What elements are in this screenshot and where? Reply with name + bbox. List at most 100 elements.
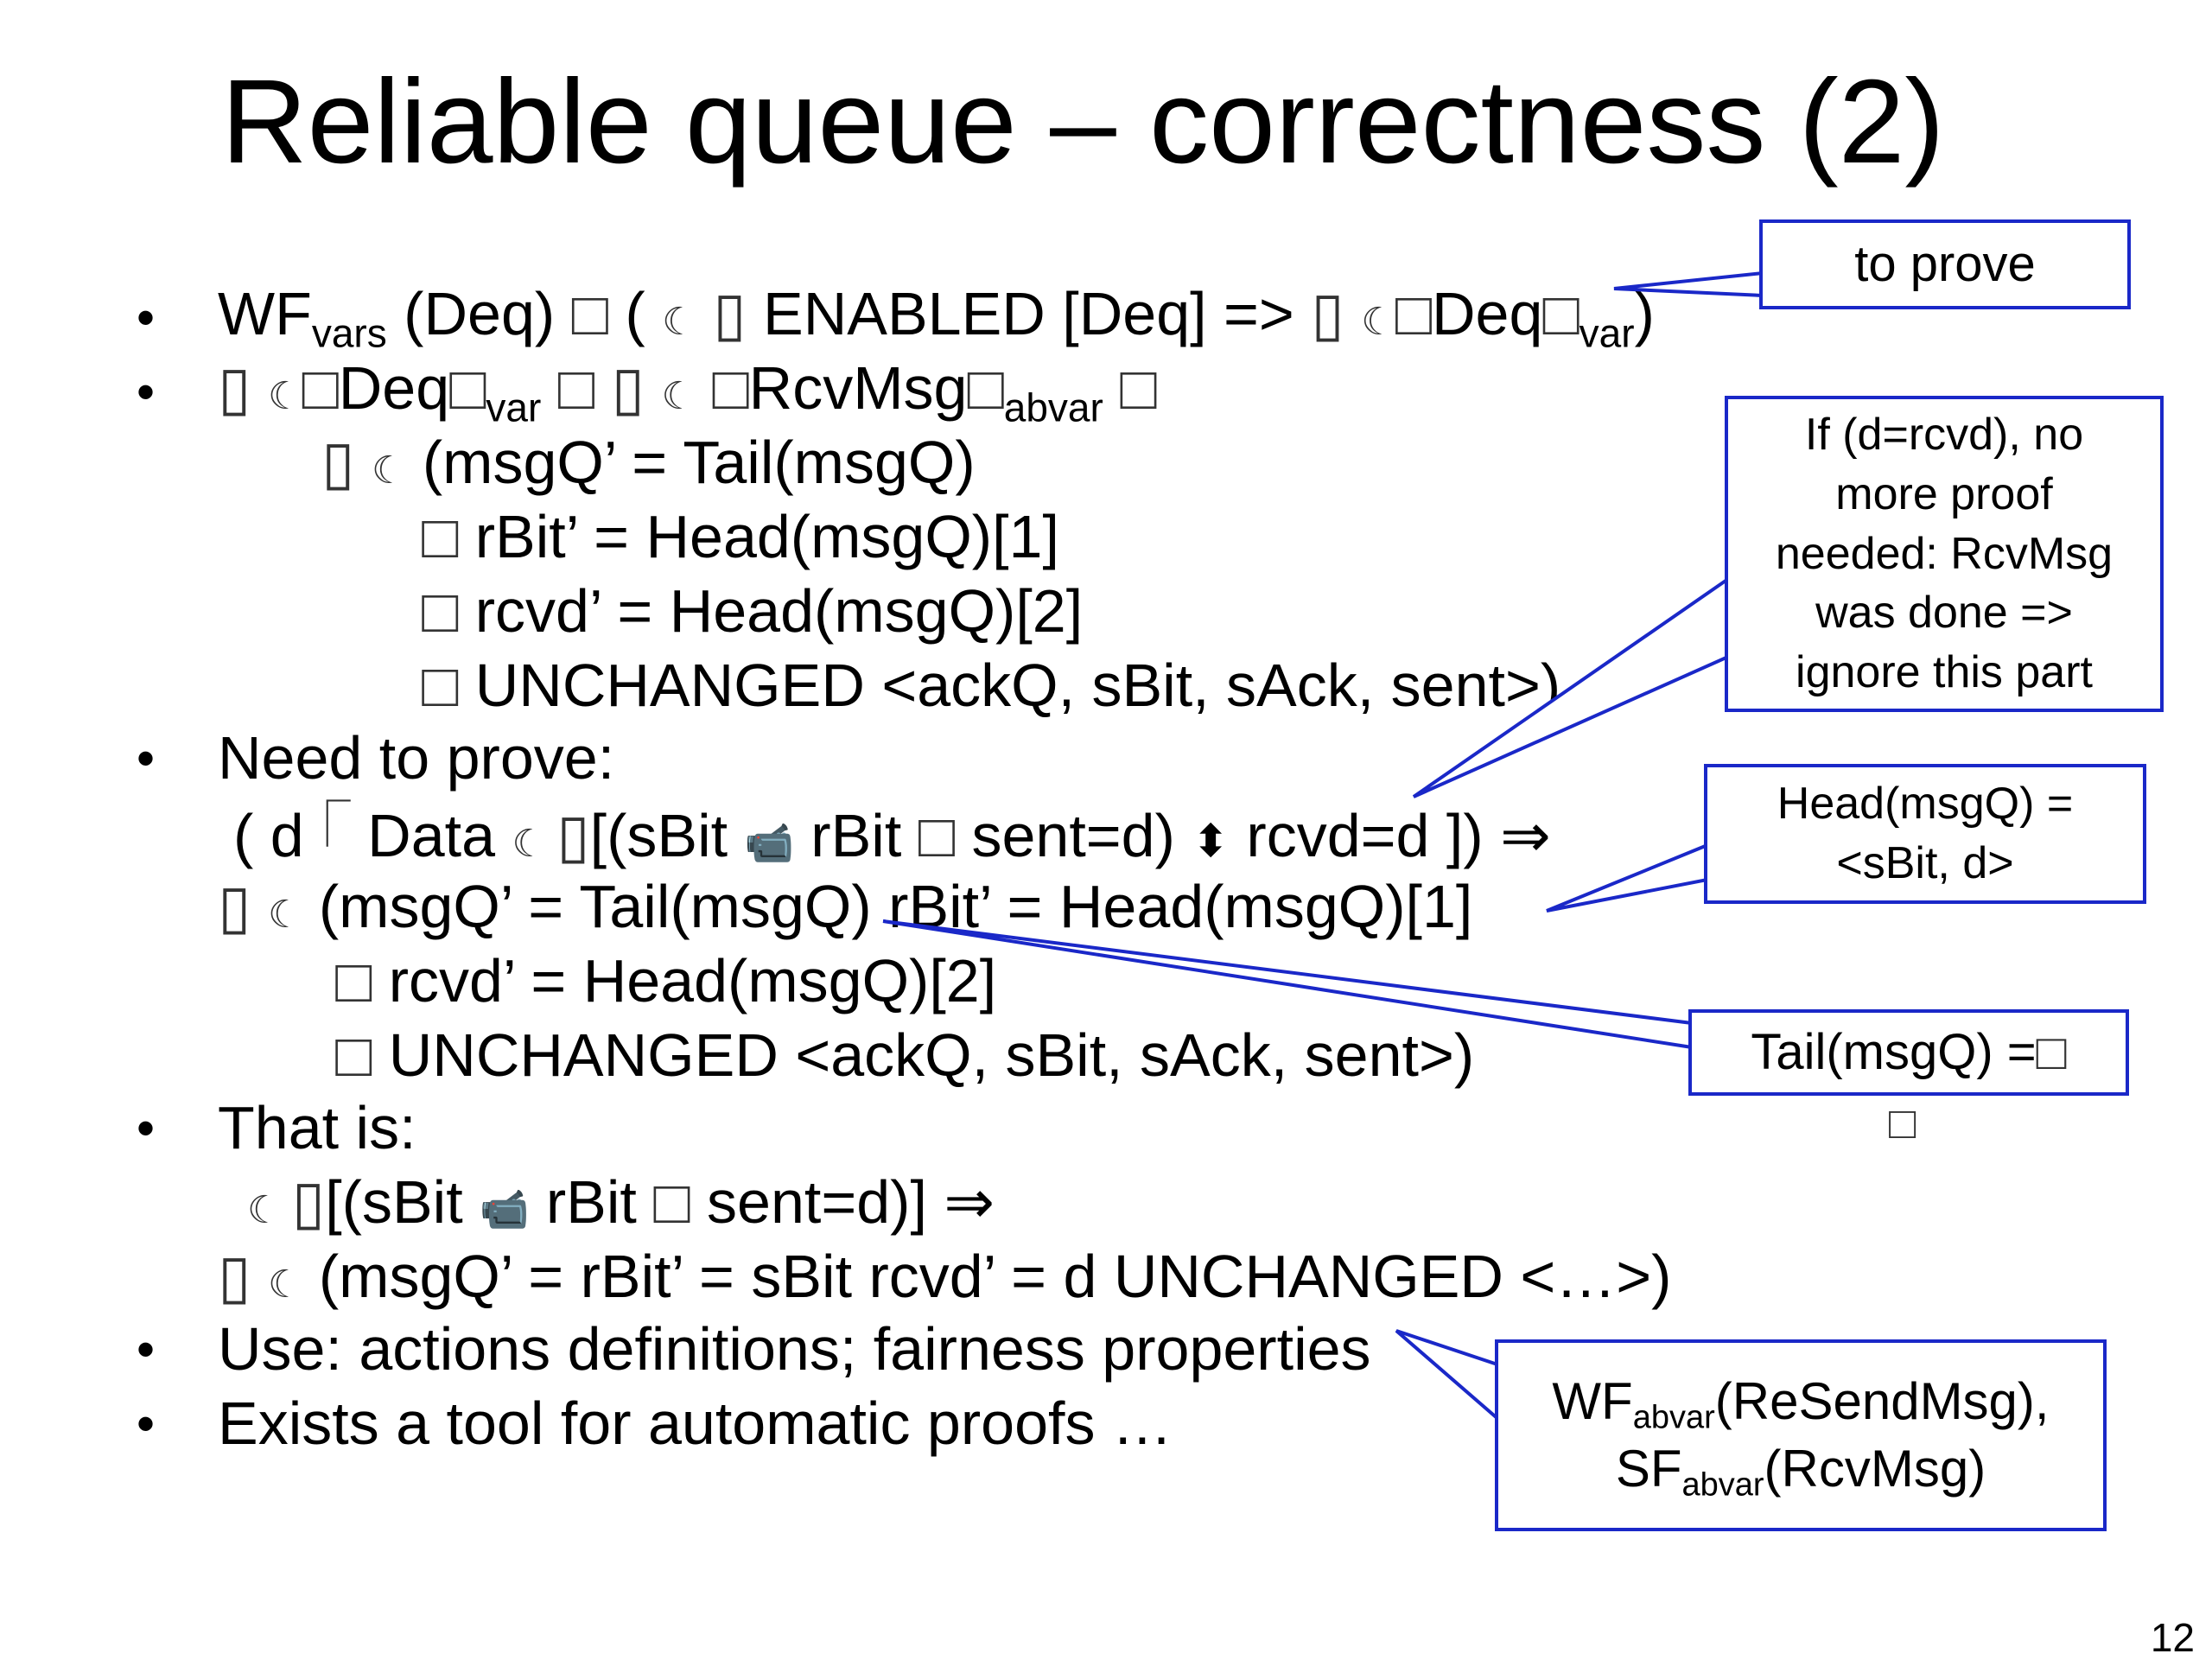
camera-icon: 📹 bbox=[744, 820, 794, 865]
deq-action-text: Deq bbox=[338, 354, 450, 422]
box-glyph-icon: □ bbox=[302, 354, 339, 422]
box-glyph-icon: □ bbox=[422, 577, 459, 645]
bullet-marker: • bbox=[137, 363, 156, 421]
formula-deq-rcvmsg-line: ▯ ☾□Deq□var □ ▯ ☾ □RcvMsg□abvar □ bbox=[218, 358, 1157, 428]
box-glyph-icon: □ bbox=[1120, 354, 1157, 422]
box-glyph-icon: □ bbox=[918, 802, 956, 869]
bullet-marker: • bbox=[137, 1395, 156, 1453]
box-glyph-icon: □ bbox=[449, 354, 486, 422]
formula-rcvd-line: □ rcvd’ = Head(msgQ)[2] bbox=[335, 951, 996, 1011]
rcvd-note-leader bbox=[1412, 576, 1730, 798]
crescent-icon: ☾ bbox=[267, 1263, 302, 1306]
sent-text: sent=d) bbox=[955, 802, 1192, 869]
box-glyph-icon: ▯ bbox=[1311, 280, 1344, 347]
wf-text: WF bbox=[1552, 1372, 1633, 1430]
formula-sbit-rbit-line: ☾ ▯[(sBit 📹 rBit □ sent=d)] ⇒ bbox=[247, 1172, 995, 1232]
callout-line: <sBit, d> bbox=[1836, 838, 2014, 888]
page-number: 12 bbox=[2150, 1615, 2195, 1660]
box-glyph-icon: ▯ bbox=[696, 280, 747, 347]
box-glyph-icon: □ bbox=[1542, 280, 1580, 347]
vars-subscript: vars bbox=[311, 310, 387, 356]
crescent-icon: ☾ bbox=[247, 1189, 292, 1231]
open-paren-text: ( d bbox=[233, 802, 304, 869]
formula-wf-line: WFvars (Deq) □ ( ☾ ▯ ENABLED [Deq] => ▯ … bbox=[218, 280, 1655, 353]
to-prove-text: to prove bbox=[1854, 235, 2036, 292]
wf-text: WF bbox=[218, 280, 312, 347]
rcvd-text: rcvd=d ]) ⇒ bbox=[1229, 802, 1551, 869]
bullet-marker: • bbox=[137, 289, 156, 347]
need-to-prove-text: Need to prove: bbox=[218, 724, 615, 792]
msgq-rbit-text: (msgQ’ = Tail(msgQ) rBit’ = Head(msgQ)[1… bbox=[318, 873, 1473, 940]
enabled-text: ENABLED [Deq] => bbox=[746, 280, 1312, 347]
box-glyph-icon: □ bbox=[335, 1021, 372, 1089]
abvar-subscript: abvar bbox=[1003, 385, 1103, 430]
to-prove-callout: to prove bbox=[1759, 219, 2131, 309]
callout-line: If (d=rcvd), no bbox=[1804, 410, 2084, 461]
var-subscript: var bbox=[486, 385, 542, 430]
tool-line: Exists a tool for automatic proofs … bbox=[218, 1393, 1173, 1453]
sent-text: sent=d)] ⇒ bbox=[690, 1168, 995, 1236]
tail-note-callout: Tail(msgQ) = □ bbox=[1688, 1009, 2129, 1096]
use-text: Use: actions definitions; fairness prope… bbox=[218, 1315, 1371, 1383]
crescent-icon: ☾ bbox=[267, 894, 302, 936]
box-glyph-icon: □ bbox=[695, 354, 749, 422]
bullet-marker: • bbox=[137, 729, 156, 787]
box-glyph-icon: □ bbox=[422, 652, 459, 719]
that-is-line: That is: bbox=[218, 1097, 416, 1158]
box-glyph-icon: □ bbox=[967, 354, 1004, 422]
rcvmsg-text: RcvMsg bbox=[748, 354, 968, 422]
rbit-text: rBit bbox=[529, 1168, 654, 1236]
box-glyph-icon: □ bbox=[1395, 280, 1432, 347]
sf-text: SF bbox=[1615, 1440, 1682, 1498]
box-glyph-icon: ▯ bbox=[556, 802, 590, 869]
rbit-text: rBit bbox=[793, 802, 918, 869]
deq-action-text: Deq bbox=[1431, 280, 1543, 347]
rcvd-text: rcvd’ = Head(msgQ)[2] bbox=[372, 947, 997, 1014]
formula-result-line: ▯ ☾ (msgQ’ = rBit’ = sBit rcvd’ = d UNCH… bbox=[218, 1246, 1671, 1307]
crescent-icon: ☾ bbox=[371, 449, 406, 492]
box-glyph-icon: ▯ bbox=[218, 354, 251, 422]
to-prove-leader bbox=[1613, 270, 1764, 298]
head-note-callout: Head(msgQ) = <sBit, d> bbox=[1704, 764, 2146, 904]
tail-note-text: Tail(msgQ) = bbox=[1751, 1023, 2037, 1080]
box-glyph-icon: □ bbox=[422, 503, 459, 570]
data-text: Data bbox=[350, 802, 512, 869]
box-glyph-icon: □ bbox=[1889, 1098, 1916, 1148]
formula-msgq-rbit-line: ▯ ☾ (msgQ’ = Tail(msgQ) rBit’ = Head(msg… bbox=[218, 876, 1472, 937]
callout-line: more proof bbox=[1835, 469, 2053, 520]
box-glyph-icon: ▯ bbox=[218, 1243, 268, 1310]
rcvd-text: rcvd’ = Head(msgQ)[2] bbox=[458, 577, 1084, 645]
box-glyph-icon: ▯ bbox=[218, 873, 268, 940]
box-glyph-icon: ▯ bbox=[321, 429, 372, 496]
fairness-note-callout: WFabvar(ReSendMsg), SFabvar(RcvMsg) bbox=[1495, 1339, 2107, 1531]
formula-exists-data-line: ( d⎾ Data ☾ ▯[(sBit 📹 rBit □ sent=d) ⬍ r… bbox=[233, 802, 1551, 866]
tool-text: Exists a tool for automatic proofs … bbox=[218, 1390, 1173, 1457]
box-glyph-icon: □ bbox=[653, 1168, 690, 1236]
unchanged-text: UNCHANGED <ackQ, sBit, sAck, sent>) bbox=[458, 652, 1561, 719]
formula-unchanged-line: □ UNCHANGED <ackQ, sBit, sAck, sent>) bbox=[335, 1025, 1474, 1085]
resendmsg-text: (ReSendMsg), bbox=[1714, 1372, 2050, 1430]
var-subscript: var bbox=[1579, 310, 1635, 356]
rcvmsg-text: (RcvMsg) bbox=[1764, 1440, 1986, 1498]
callout-line: was done => bbox=[1815, 588, 2073, 639]
result-text: (msgQ’ = rBit’ = sBit rcvd’ = d UNCHANGE… bbox=[318, 1243, 1672, 1310]
head-note-leader bbox=[1546, 843, 1709, 913]
callout-line: Head(msgQ) = bbox=[1777, 779, 2074, 830]
abvar-subscript: abvar bbox=[1632, 1399, 1715, 1436]
callout-line: ignore this part bbox=[1796, 646, 2093, 697]
formula-msgq-line: ▯ ☾ (msgQ’ = Tail(msgQ) bbox=[321, 432, 976, 493]
that-is-text: That is: bbox=[218, 1094, 416, 1161]
formula-unchanged-line: □ UNCHANGED <ackQ, sBit, sAck, sent>) bbox=[422, 655, 1560, 716]
paren-text: ( bbox=[607, 280, 663, 347]
crescent-icon: ☾ bbox=[512, 823, 557, 865]
box-glyph-icon: □ bbox=[2036, 1023, 2067, 1080]
camera-icon: 📹 bbox=[480, 1186, 530, 1231]
unchanged-text: UNCHANGED <ackQ, sBit, sAck, sent>) bbox=[372, 1021, 1475, 1089]
bullet-marker: • bbox=[137, 1320, 156, 1378]
box-glyph-icon: □ bbox=[335, 947, 372, 1014]
sf-line: SFabvar(RcvMsg) bbox=[1616, 1435, 1986, 1503]
sbit-text: [(sBit bbox=[325, 1168, 480, 1236]
up-down-arrow-icon: ⬍ bbox=[1192, 817, 1230, 867]
formula-rcvd-line: □ rcvd’ = Head(msgQ)[2] bbox=[422, 581, 1083, 641]
